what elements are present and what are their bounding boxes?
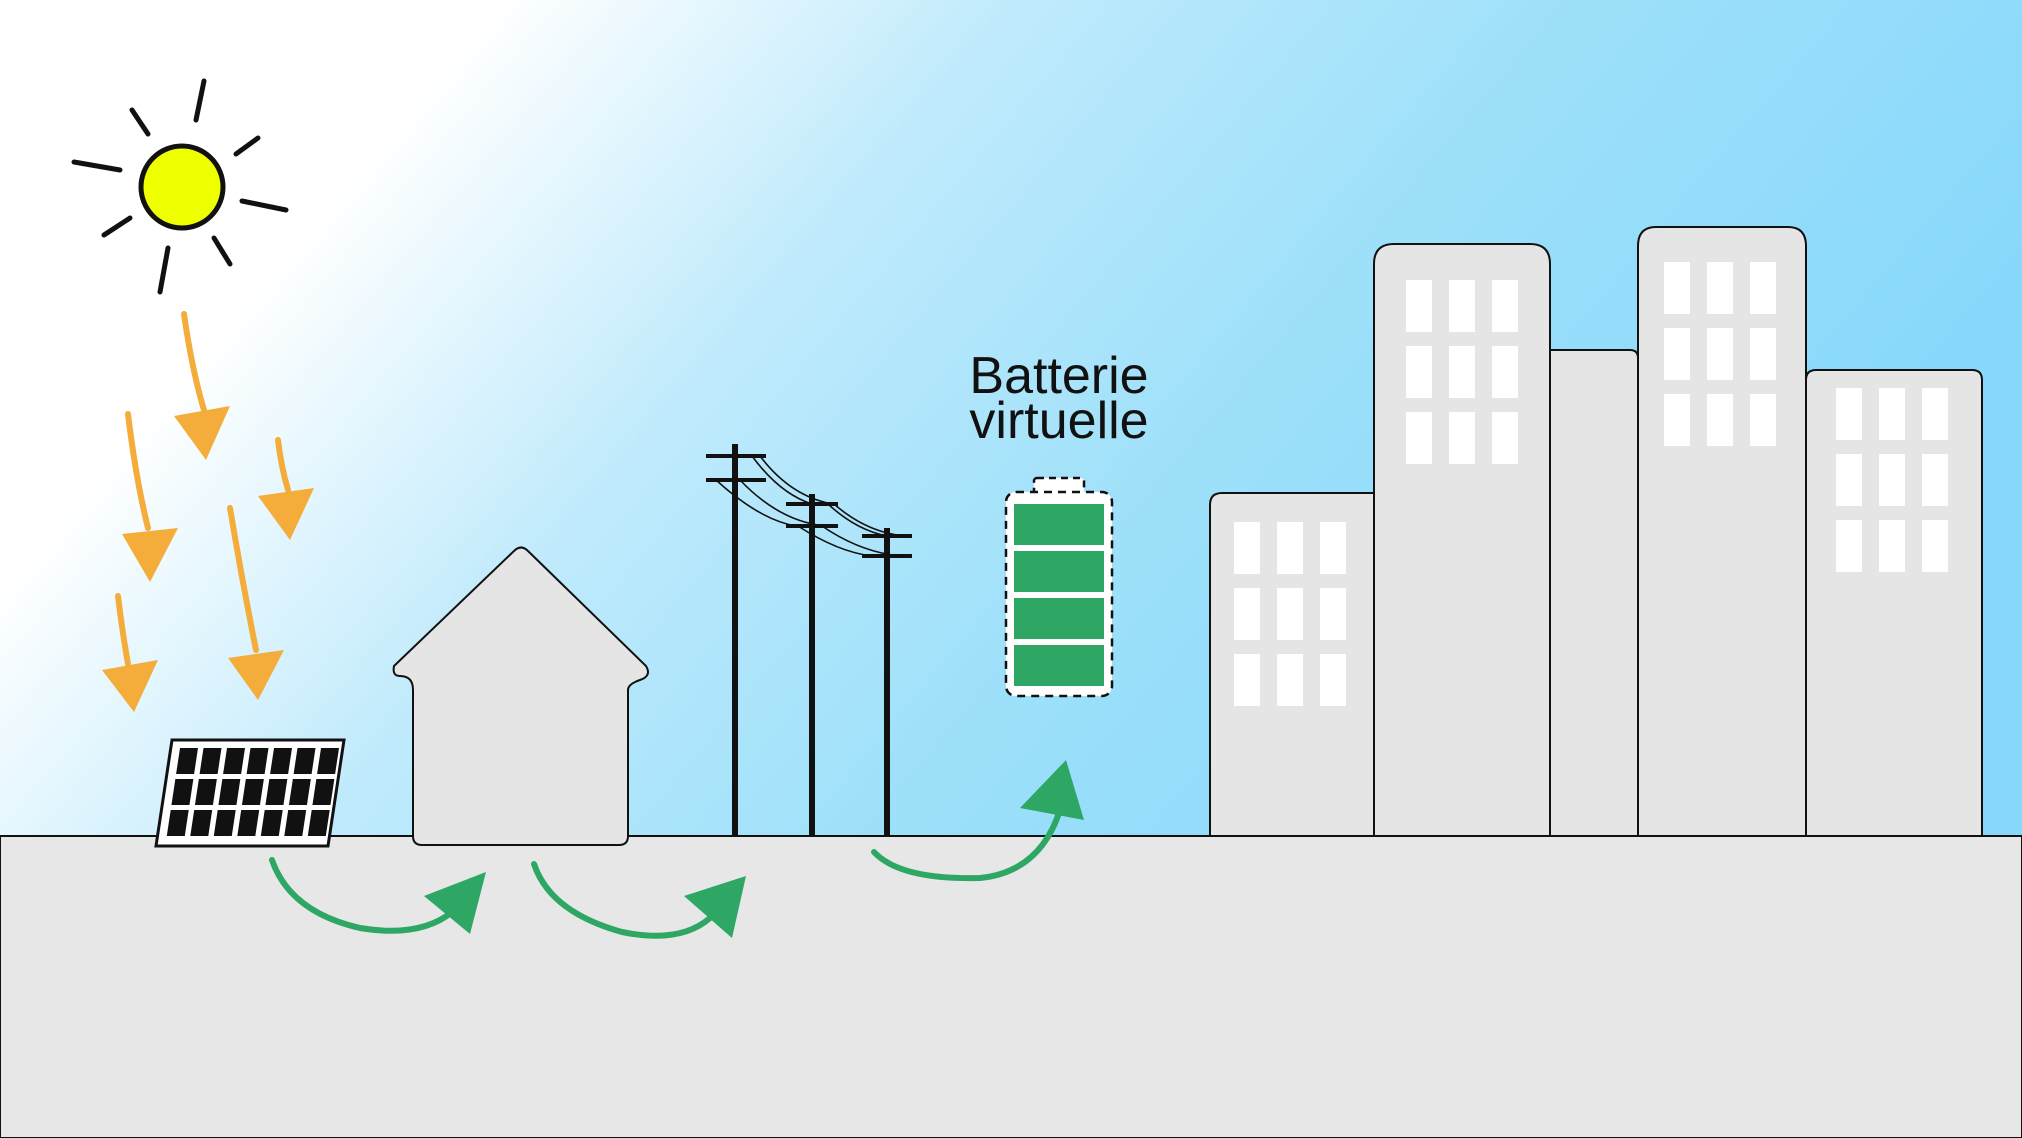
battery-segment bbox=[1014, 504, 1104, 545]
building-window bbox=[1879, 454, 1905, 506]
solar-ray-arrow bbox=[102, 593, 158, 712]
solar-cell bbox=[223, 748, 245, 774]
building-icon bbox=[1209, 226, 1983, 837]
building-window bbox=[1449, 412, 1475, 464]
solar-cell bbox=[190, 810, 213, 836]
building-window bbox=[1922, 454, 1948, 506]
building-window bbox=[1664, 328, 1690, 380]
solar-cell bbox=[176, 748, 198, 774]
building-window bbox=[1492, 280, 1518, 332]
solar-cell bbox=[194, 779, 217, 805]
building-window bbox=[1234, 654, 1260, 706]
solar-panel-icon bbox=[154, 738, 346, 848]
building-window bbox=[1750, 394, 1776, 446]
building-window bbox=[1492, 346, 1518, 398]
building-window bbox=[1320, 522, 1346, 574]
solar-cell bbox=[166, 810, 189, 836]
building-window bbox=[1879, 520, 1905, 572]
solar-cell bbox=[288, 779, 311, 805]
building-3 bbox=[1549, 349, 1639, 837]
battery-segment bbox=[1014, 645, 1104, 686]
building-window bbox=[1406, 280, 1432, 332]
building-2 bbox=[1373, 243, 1551, 837]
sun-icon bbox=[71, 78, 289, 295]
solar-ray-arrow bbox=[174, 311, 230, 460]
building-window bbox=[1922, 388, 1948, 440]
battery-label-line2: virtuelle bbox=[969, 392, 1148, 450]
building-window bbox=[1406, 412, 1432, 464]
battery-segment bbox=[1014, 598, 1104, 639]
building-window bbox=[1836, 520, 1862, 572]
solar-ray-arrow bbox=[258, 437, 314, 540]
solar-cell bbox=[218, 779, 241, 805]
solar-cell bbox=[293, 748, 316, 774]
solar-ray-arrow bbox=[122, 411, 178, 582]
battery-label-line1: Batterie bbox=[969, 347, 1148, 405]
building-window bbox=[1320, 588, 1346, 640]
building-window bbox=[1406, 346, 1432, 398]
solar-cell bbox=[199, 748, 222, 774]
solar-cell bbox=[270, 748, 292, 774]
solar-cell bbox=[171, 779, 194, 805]
solar-ray-arrow bbox=[227, 505, 284, 700]
building-window bbox=[1492, 412, 1518, 464]
solar-cell bbox=[241, 779, 264, 805]
solar-ray-arrows bbox=[102, 311, 314, 712]
solar-cell bbox=[312, 779, 335, 805]
solar-cell bbox=[246, 748, 269, 774]
battery-label: Batterie virtuelle bbox=[969, 347, 1148, 450]
building-window bbox=[1750, 262, 1776, 314]
energy-arrow-grid-to-battery bbox=[871, 760, 1084, 882]
building-window bbox=[1707, 262, 1733, 314]
building-window bbox=[1449, 280, 1475, 332]
building-window bbox=[1750, 328, 1776, 380]
building-window bbox=[1707, 328, 1733, 380]
solar-cell bbox=[307, 810, 330, 836]
power-pole-icon bbox=[706, 444, 912, 836]
solar-cell bbox=[260, 810, 283, 836]
battery-charge-level bbox=[1014, 504, 1104, 686]
building-window bbox=[1277, 522, 1303, 574]
building-window bbox=[1664, 394, 1690, 446]
solar-cell bbox=[237, 810, 260, 836]
building-window bbox=[1922, 520, 1948, 572]
building-window bbox=[1449, 346, 1475, 398]
ground bbox=[0, 835, 2022, 1138]
building-window bbox=[1664, 262, 1690, 314]
solar-cell bbox=[213, 810, 236, 836]
solar-cell bbox=[317, 748, 339, 774]
energy-arrow-panel-to-house bbox=[269, 857, 486, 934]
building-window bbox=[1277, 654, 1303, 706]
building-window bbox=[1836, 388, 1862, 440]
battery-segment bbox=[1014, 551, 1104, 592]
building-window bbox=[1879, 388, 1905, 440]
building-4 bbox=[1637, 226, 1807, 837]
building-window bbox=[1707, 394, 1733, 446]
battery-icon bbox=[1004, 476, 1114, 698]
solar-cell bbox=[265, 779, 288, 805]
energy-flow-arrows bbox=[269, 760, 1084, 939]
building-window bbox=[1234, 588, 1260, 640]
building-window bbox=[1277, 588, 1303, 640]
solar-cell bbox=[284, 810, 307, 836]
energy-arrow-house-to-grid bbox=[531, 861, 746, 939]
house-icon bbox=[392, 546, 649, 846]
building-window bbox=[1320, 654, 1346, 706]
building-window bbox=[1234, 522, 1260, 574]
building-window bbox=[1836, 454, 1862, 506]
